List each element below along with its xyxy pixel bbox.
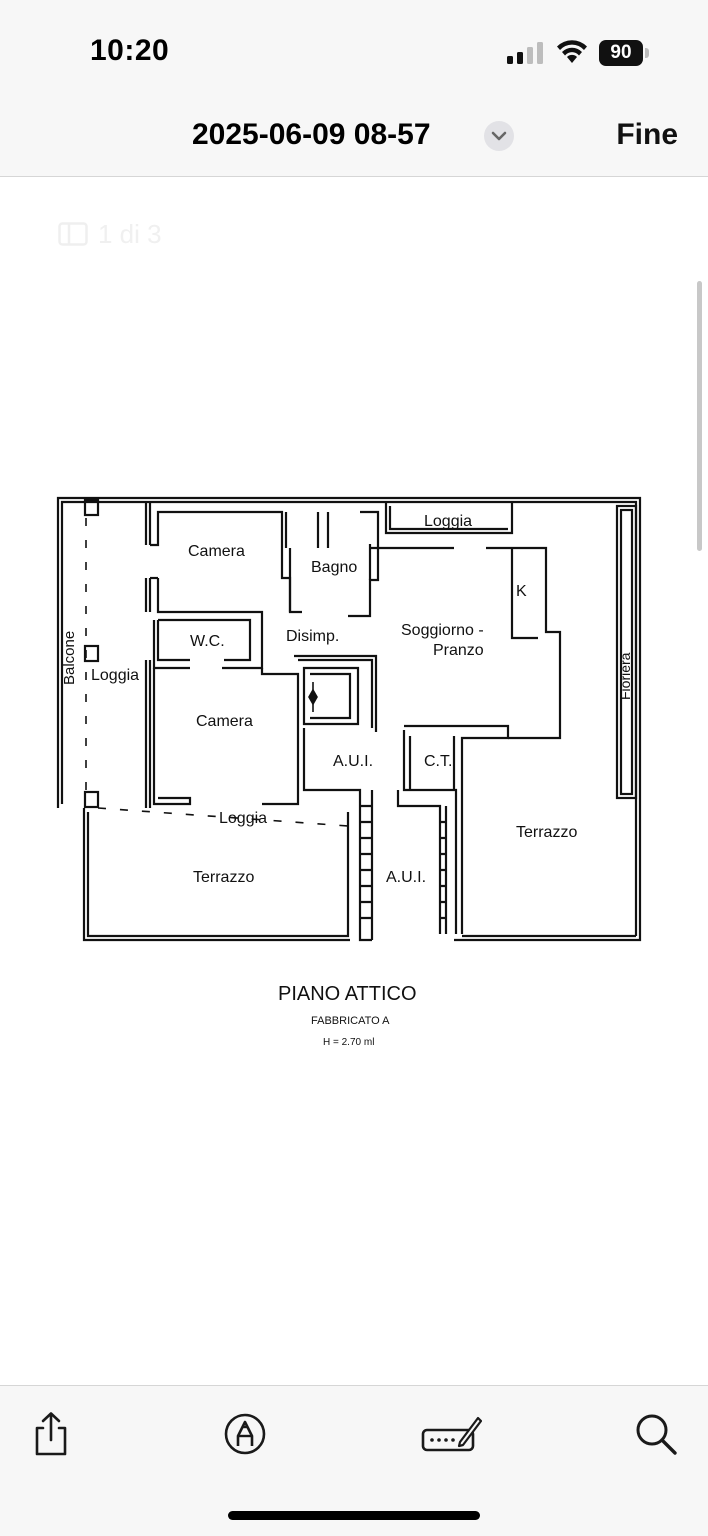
signature-button[interactable] <box>420 1410 483 1458</box>
markup-button[interactable] <box>221 1410 269 1458</box>
status-bar: 10:20 90 <box>0 0 708 100</box>
status-time: 10:20 <box>90 34 170 67</box>
scrollbar[interactable] <box>697 281 702 551</box>
navigation-bar: 2025-06-09 08-57 Fine <box>0 100 708 177</box>
room-label-disimp: Disimp. <box>286 628 339 645</box>
room-label-pranzo: Pranzo <box>433 642 484 659</box>
search-button[interactable] <box>632 1410 680 1458</box>
room-label-terrazzo-left: Terrazzo <box>193 869 254 886</box>
plan-caption-height: H = 2.70 ml <box>323 1037 374 1048</box>
cellular-signal-icon <box>507 42 543 64</box>
room-label-loggia-top: Loggia <box>424 513 472 530</box>
search-icon <box>636 1414 677 1455</box>
room-label-loggia-bottom: Loggia <box>219 810 267 827</box>
plan-caption-subtitle: FABBRICATO A <box>311 1015 390 1027</box>
plan-caption-title: PIANO ATTICO <box>278 983 417 1005</box>
room-label-k: K <box>516 583 527 600</box>
room-label-camera-mid: Camera <box>196 713 253 730</box>
share-button[interactable] <box>27 1410 75 1458</box>
room-label-loggia-left: Loggia <box>91 667 139 684</box>
signature-icon <box>421 1416 483 1452</box>
room-label-bagno: Bagno <box>311 559 357 576</box>
room-label-wc: W.C. <box>190 633 225 650</box>
battery-icon: 90 <box>599 40 651 66</box>
room-label-camera-top: Camera <box>188 543 245 560</box>
title-menu-button[interactable] <box>484 121 514 151</box>
page-indicator-label: 1 di 3 <box>98 218 162 249</box>
wifi-icon <box>557 40 587 63</box>
room-label-aui-bottom: A.U.I. <box>386 869 426 886</box>
room-label-terrazzo-right: Terrazzo <box>516 824 577 841</box>
done-button[interactable]: Fine <box>616 118 678 151</box>
room-label-ct: C.T. <box>424 753 452 770</box>
battery-level: 90 <box>599 40 643 66</box>
chevron-down-icon <box>491 131 507 141</box>
markup-icon <box>224 1413 266 1455</box>
home-indicator[interactable] <box>228 1511 480 1520</box>
room-label-aui-top: A.U.I. <box>333 753 373 770</box>
room-label-fioriera: Fioriera <box>617 652 633 700</box>
share-icon <box>35 1412 67 1456</box>
room-label-balcone: Balcone <box>61 631 78 685</box>
sidebar-icon <box>58 222 88 246</box>
document-title[interactable]: 2025-06-09 08-57 <box>192 118 431 151</box>
page-indicator: 1 di 3 <box>58 218 162 250</box>
room-label-soggiorno: Soggiorno - <box>401 622 484 639</box>
bottom-toolbar <box>0 1385 708 1536</box>
floor-plan: Camera Bagno Loggia K W.C. Disimp. Soggi… <box>56 496 642 1048</box>
